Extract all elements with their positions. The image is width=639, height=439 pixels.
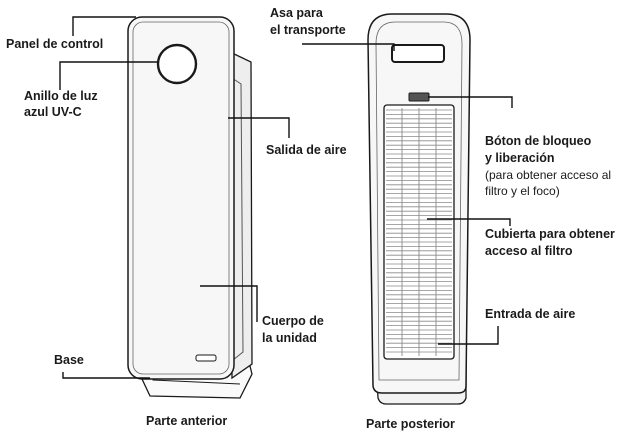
back-leaders xyxy=(302,43,513,345)
label-body-1: Cuerpo de xyxy=(262,314,324,328)
label-air-inlet: Entrada de aire xyxy=(485,307,576,321)
label-handle-1: Asa para xyxy=(270,6,323,20)
label-air-outlet: Salida de aire xyxy=(266,143,347,157)
caption-front: Parte anterior xyxy=(146,414,228,428)
label-body-2: la unidad xyxy=(262,331,317,345)
front-body xyxy=(127,16,235,380)
uv-ring xyxy=(156,43,198,85)
label-uv-ring-2: azul UV-C xyxy=(24,105,82,119)
caption-back: Parte posterior xyxy=(366,417,455,431)
lock-release-button xyxy=(408,92,430,102)
label-handle-2: el transporte xyxy=(270,23,346,37)
label-lock-1: Bóton de bloqueo xyxy=(485,134,592,148)
front-logo-plate xyxy=(195,354,217,362)
label-uv-ring-1: Anillo de luz xyxy=(24,89,98,103)
label-filter-cover-1: Cubierta para obtener xyxy=(485,227,615,241)
air-inlet-grille xyxy=(386,109,452,353)
front-unit xyxy=(127,16,253,399)
label-lock-note-1: (para obtener acceso al xyxy=(485,168,612,182)
label-lock-note-2: filtro y el foco) xyxy=(485,184,560,198)
carry-handle xyxy=(391,44,445,63)
label-base: Base xyxy=(54,353,84,367)
front-leaders xyxy=(59,16,290,379)
label-filter-cover-2: acceso al filtro xyxy=(485,244,573,258)
label-control-panel: Panel de control xyxy=(6,37,104,51)
back-unit xyxy=(367,13,471,405)
label-lock-2: y liberación xyxy=(485,151,555,165)
